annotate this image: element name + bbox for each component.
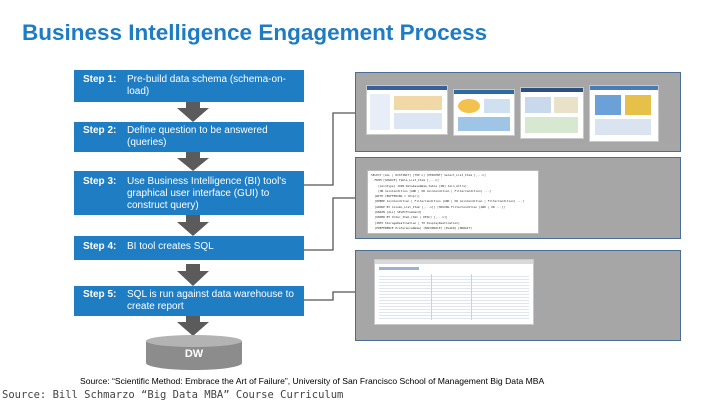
database-label: DW (184, 348, 204, 360)
step-4-box: Step 4: BI tool creates SQL (74, 236, 304, 260)
step-2-text: Define question to be answered (queries) (127, 125, 268, 148)
dashboard-thumbnail (366, 85, 448, 135)
dashboard-thumbnail (520, 87, 584, 139)
page-title: Business Intelligence Engagement Process (22, 20, 488, 45)
dashboard-thumbnail (453, 89, 515, 136)
bi-dashboard-screenshot-panel (355, 72, 681, 152)
step-2-label: Step 2: (83, 125, 117, 136)
dashboard-thumbnail (589, 85, 659, 142)
step-1-text: Pre-build data schema (schema-on-load) (127, 74, 286, 97)
footer-credit: Source: Bill Schmarzo “Big Data MBA” Cou… (2, 389, 344, 401)
step-1-label: Step 1: (83, 74, 117, 85)
step-4-label: Step 4: (83, 241, 117, 252)
step-5-box: Step 5: SQL is run against data warehous… (74, 286, 304, 316)
step-3-box: Step 3: Use Business Intelligence (BI) t… (74, 171, 304, 215)
database-icon (146, 335, 242, 370)
step-4-text: BI tool creates SQL (127, 241, 214, 252)
down-arrow-icon (177, 215, 209, 236)
step-3-text: Use Business Intelligence (BI) tool's gr… (127, 176, 287, 211)
report-screenshot-panel (355, 250, 681, 341)
down-arrow-icon (177, 152, 209, 171)
sql-code-thumbnail: SELECT [ALL | DISTINCT] [TOP n] [PERCENT… (367, 170, 539, 234)
step-1-box: Step 1: Pre-build data schema (schema-on… (74, 70, 304, 102)
step-3-label: Step 3: (83, 176, 117, 187)
down-arrow-icon (177, 102, 209, 122)
report-thumbnail (374, 259, 534, 325)
step-2-box: Step 2: Define question to be answered (… (74, 122, 304, 152)
down-arrow-icon (177, 316, 209, 336)
source-citation: Source: “Scientific Method: Embrace the … (80, 376, 545, 386)
down-arrow-icon (177, 264, 209, 286)
step-5-label: Step 5: (83, 289, 117, 300)
step-5-text: SQL is run against data warehouse to cre… (127, 289, 294, 312)
